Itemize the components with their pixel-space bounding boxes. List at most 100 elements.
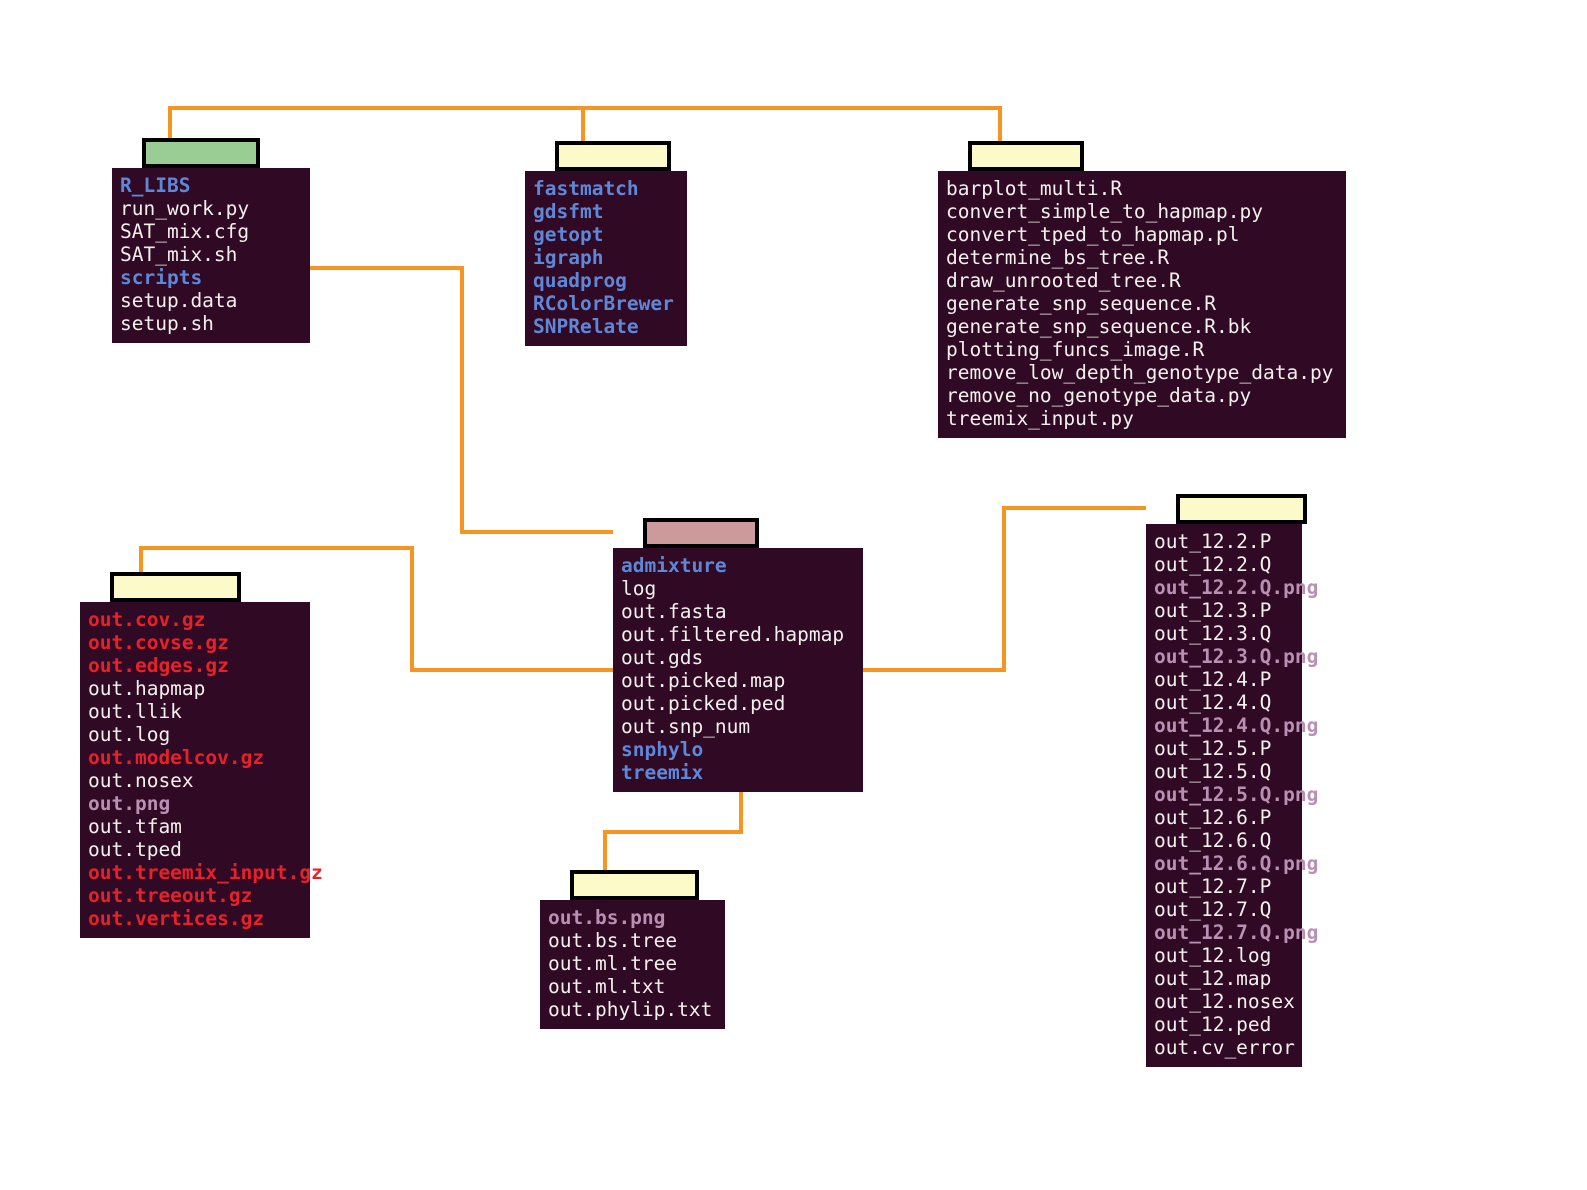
admixture-node-header[interactable] [1176, 494, 1307, 524]
file-entry[interactable]: out.vertices.gz [88, 907, 265, 930]
file-entry[interactable]: convert_tped_to_hapmap.pl [946, 223, 1240, 246]
file-entry[interactable]: out.hapmap [88, 677, 206, 700]
file-entry[interactable]: out_12.3.Q.png [1154, 645, 1319, 668]
file-entry[interactable]: out.bs.png [548, 906, 666, 929]
file-entry[interactable]: out.covse.gz [88, 631, 229, 654]
file-entry[interactable]: out.gds [621, 646, 704, 669]
file-entry[interactable]: out_12.3.Q [1154, 622, 1272, 645]
file-entry[interactable]: out.modelcov.gz [88, 746, 265, 769]
file-entry[interactable]: out_12.map [1154, 967, 1272, 990]
directory-entry[interactable]: treemix [621, 761, 704, 784]
file-entry[interactable]: treemix_input.py [946, 407, 1134, 430]
file-entry[interactable]: out_12.6.Q.png [1154, 852, 1319, 875]
root-node-header[interactable] [142, 138, 260, 168]
file-entry[interactable]: out.picked.map [621, 669, 786, 692]
directory-entry[interactable]: SNPRelate [533, 315, 639, 338]
edge-work-to-snphylo [603, 788, 743, 882]
file-entry[interactable]: out.ml.txt [548, 975, 666, 998]
file-entry[interactable]: setup.data [120, 289, 238, 312]
file-entry[interactable]: out_12.7.P [1154, 875, 1272, 898]
file-entry[interactable]: SAT_mix.cfg [120, 220, 250, 243]
file-entry[interactable]: out_12.3.P [1154, 599, 1272, 622]
file-entry[interactable]: out.log [88, 723, 171, 746]
file-entry[interactable]: out.edges.gz [88, 654, 229, 677]
directory-entry[interactable]: getopt [533, 223, 604, 246]
file-entry[interactable]: out_12.2.P [1154, 530, 1272, 553]
file-entry[interactable]: out.fasta [621, 600, 727, 623]
directory-entry[interactable]: igraph [533, 246, 604, 269]
file-entry[interactable]: out.nosex [88, 769, 194, 792]
file-entry[interactable]: out_12.6.P [1154, 806, 1272, 829]
file-entry[interactable]: draw_unrooted_tree.R [946, 269, 1181, 292]
work-node-header[interactable] [643, 518, 759, 548]
file-entry[interactable]: remove_low_depth_genotype_data.py [946, 361, 1334, 384]
file-entry[interactable]: out_12.4.Q [1154, 691, 1272, 714]
file-entry[interactable]: out.cv_error [1154, 1036, 1295, 1059]
file-entry[interactable]: SAT_mix.sh [120, 243, 238, 266]
directory-entry[interactable]: scripts [120, 266, 203, 289]
file-entry[interactable]: out.treemix_input.gz [88, 861, 323, 884]
snphylo-node-header[interactable] [570, 870, 699, 900]
scripts-node-header[interactable] [968, 141, 1084, 171]
file-entry[interactable]: out.tped [88, 838, 182, 861]
r-libs-node-header[interactable] [555, 141, 671, 171]
file-entry[interactable]: out_12.5.P [1154, 737, 1272, 760]
file-entry[interactable]: out.filtered.hapmap [621, 623, 845, 646]
file-entry[interactable]: out.llik [88, 700, 182, 723]
file-entry[interactable]: remove_no_genotype_data.py [946, 384, 1252, 407]
directory-entry[interactable]: RColorBrewer [533, 292, 674, 315]
file-entry[interactable]: out_12.nosex [1154, 990, 1295, 1013]
file-entry[interactable]: out_12.ped [1154, 1013, 1272, 1036]
directory-entry[interactable]: fastmatch [533, 177, 639, 200]
file-entry[interactable]: out.bs.tree [548, 929, 678, 952]
file-entry[interactable]: generate_snp_sequence.R.bk [946, 315, 1252, 338]
file-entry[interactable]: out_12.7.Q.png [1154, 921, 1319, 944]
edge-work-to-admixture [863, 506, 1146, 672]
file-entry[interactable]: out.treeout.gz [88, 884, 253, 907]
directory-entry[interactable]: gdsfmt [533, 200, 604, 223]
file-entry[interactable]: out_12.6.Q [1154, 829, 1272, 852]
file-entry[interactable]: out_12.2.Q [1154, 553, 1272, 576]
directory-entry[interactable]: quadprog [533, 269, 627, 292]
file-entry[interactable]: out_12.log [1154, 944, 1272, 967]
file-entry[interactable]: out.snp_num [621, 715, 751, 738]
file-entry[interactable]: out_12.7.Q [1154, 898, 1272, 921]
file-entry[interactable]: out_12.4.P [1154, 668, 1272, 691]
file-entry[interactable]: run_work.py [120, 197, 250, 220]
file-entry[interactable]: determine_bs_tree.R [946, 246, 1170, 269]
file-entry[interactable]: log [621, 577, 657, 600]
file-entry[interactable]: out_12.5.Q [1154, 760, 1272, 783]
file-entry[interactable]: barplot_multi.R [946, 177, 1123, 200]
file-entry[interactable]: out.picked.ped [621, 692, 786, 715]
file-entry[interactable]: generate_snp_sequence.R [946, 292, 1217, 315]
file-entry[interactable]: setup.sh [120, 312, 214, 335]
file-entry[interactable]: out.cov.gz [88, 608, 206, 631]
file-entry[interactable]: out.tfam [88, 815, 182, 838]
directory-entry[interactable]: R_LIBS [120, 174, 191, 197]
file-entry[interactable]: out.png [88, 792, 171, 815]
file-entry[interactable]: out.phylip.txt [548, 998, 713, 1021]
file-entry[interactable]: out.ml.tree [548, 952, 678, 975]
file-entry[interactable]: out_12.4.Q.png [1154, 714, 1319, 737]
directory-entry[interactable]: snphylo [621, 738, 704, 761]
directory-entry[interactable]: admixture [621, 554, 727, 577]
file-entry[interactable]: plotting_funcs_image.R [946, 338, 1205, 361]
treemix-node-header[interactable] [110, 572, 241, 602]
file-entry[interactable]: out_12.5.Q.png [1154, 783, 1319, 806]
file-entry[interactable]: convert_simple_to_hapmap.py [946, 200, 1263, 223]
file-entry[interactable]: out_12.2.Q.png [1154, 576, 1319, 599]
